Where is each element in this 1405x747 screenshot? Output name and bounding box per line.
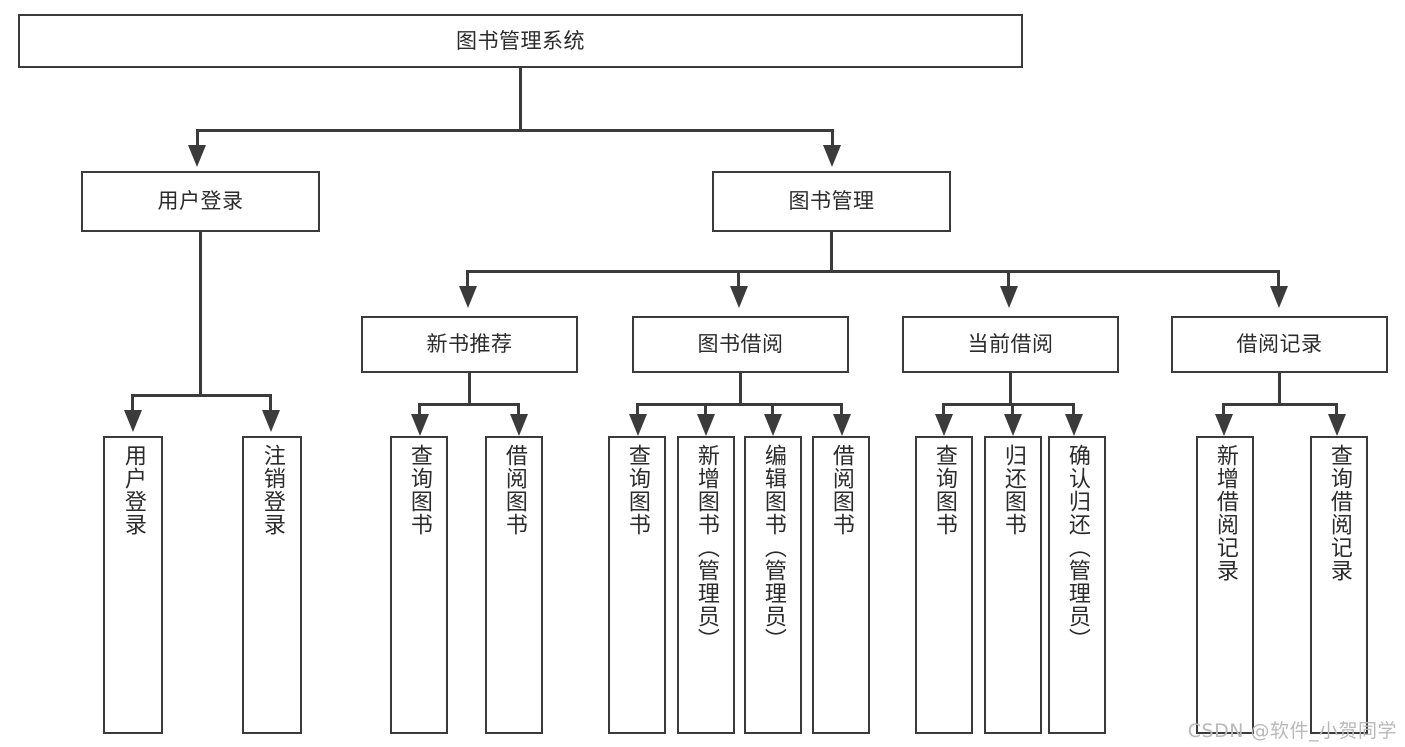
node-label: 借阅图书 [828,444,854,536]
connector-root-bus [196,129,834,132]
arrow-root-to-book-management [823,145,841,167]
node-label: 确认归还（管理员） [1064,444,1090,651]
node-label: 用户登录 [157,189,244,214]
node-book-borrow[interactable]: 图书借阅 [632,316,849,373]
node-label: 用户登录 [120,444,146,536]
arrow-root-to-user-login [188,145,206,167]
leaf-confirm-return-admin[interactable]: 确认归还（管理员） [1048,436,1106,734]
arrow-bm-to-borrow-record [1270,286,1288,308]
connector-book-borrow-to-leaf-2 [704,403,707,417]
connector-root-stem [519,68,522,131]
node-book-management[interactable]: 图书管理 [712,171,951,232]
node-label: 新增借阅记录 [1212,444,1238,582]
node-current-borrow[interactable]: 当前借阅 [902,316,1119,373]
connector-book-borrow-to-leaf-3 [771,403,774,417]
leaf-query-book-current[interactable]: 查询图书 [915,436,973,734]
leaf-add-borrow-record[interactable]: 新增借阅记录 [1196,436,1254,734]
connector-borrow-record-to-leaf-2 [1335,403,1338,417]
arrow-current-borrow-to-leaf-1 [935,414,953,436]
node-root-book-management-system[interactable]: 图书管理系统 [18,14,1023,68]
arrow-user-login-to-leaf-1 [124,410,142,432]
connector-user-login-bus [131,394,271,397]
arrow-current-borrow-to-leaf-3 [1065,414,1083,436]
connector-user-login-to-leaf-2 [269,394,272,412]
connector-book-management-bus [466,270,1280,273]
connector-root-to-user-login [196,129,199,147]
connector-book-borrow-to-leaf-1 [636,403,639,417]
connector-borrow-record-bus [1222,403,1338,406]
connector-new-book-stem [468,373,471,405]
arrow-new-book-to-leaf-1 [411,414,429,436]
leaf-query-borrow-record[interactable]: 查询借阅记录 [1310,436,1368,734]
node-label: 图书管理 [788,189,875,214]
arrow-bm-to-book-borrow [730,286,748,308]
connector-current-borrow-to-leaf-1 [942,403,945,417]
node-label: 归还图书 [1000,444,1026,536]
leaf-edit-book-admin[interactable]: 编辑图书（管理员） [744,436,802,734]
node-label: 查询图书 [406,444,432,536]
leaf-query-book-borrow[interactable]: 查询图书 [608,436,666,734]
arrow-bm-to-current-borrow [1000,286,1018,308]
node-label: 新增图书（管理员） [693,444,719,651]
connector-bm-to-book-borrow [737,270,740,288]
leaf-borrow-book[interactable]: 借阅图书 [812,436,870,734]
connector-root-to-book-management [831,129,834,147]
arrow-borrow-record-to-leaf-2 [1328,414,1346,436]
connector-current-borrow-stem [1009,373,1012,405]
connector-borrow-record-to-leaf-1 [1222,403,1225,417]
arrow-book-borrow-to-leaf-2 [697,414,715,436]
node-label: 注销登录 [259,444,285,536]
connector-bm-to-new-book [466,270,469,288]
connector-new-book-to-leaf-2 [517,403,520,417]
node-label: 查询借阅记录 [1326,444,1352,582]
connector-book-borrow-bus [636,403,843,406]
arrow-book-borrow-to-leaf-1 [629,414,647,436]
arrow-user-login-to-leaf-2 [262,410,280,432]
node-new-book-recommend[interactable]: 新书推荐 [361,316,578,373]
connector-bm-to-current-borrow [1007,270,1010,288]
connector-user-login-stem [199,232,202,396]
node-user-login[interactable]: 用户登录 [81,171,320,232]
arrow-new-book-to-leaf-2 [510,414,528,436]
connector-current-borrow-to-leaf-3 [1072,403,1075,417]
arrow-current-borrow-to-leaf-2 [1004,414,1022,436]
connector-current-borrow-bus [942,403,1075,406]
node-label: 图书借阅 [697,332,784,357]
node-label: 当前借阅 [967,332,1054,357]
leaf-add-book-admin[interactable]: 新增图书（管理员） [677,436,735,734]
connector-bm-to-borrow-record [1277,270,1280,288]
leaf-return-book[interactable]: 归还图书 [984,436,1042,734]
node-label: 图书管理系统 [456,28,585,53]
connector-book-borrow-stem [739,373,742,405]
connector-new-book-bus [418,403,520,406]
node-label: 借阅图书 [501,444,527,536]
connector-new-book-to-leaf-1 [418,403,421,417]
arrow-book-borrow-to-leaf-4 [833,414,851,436]
leaf-borrow-book-new[interactable]: 借阅图书 [485,436,543,734]
node-borrow-record[interactable]: 借阅记录 [1171,316,1388,373]
arrow-borrow-record-to-leaf-1 [1215,414,1233,436]
node-label: 借阅记录 [1236,332,1323,357]
node-label: 编辑图书（管理员） [760,444,786,651]
connector-book-borrow-to-leaf-4 [840,403,843,417]
arrow-bm-to-new-book [459,286,477,308]
connector-borrow-record-stem [1278,373,1281,405]
leaf-query-book-new[interactable]: 查询图书 [390,436,448,734]
connector-book-management-stem [830,232,833,272]
node-label: 查询图书 [624,444,650,536]
connector-current-borrow-to-leaf-2 [1011,403,1014,417]
leaf-user-login[interactable]: 用户登录 [103,436,163,734]
node-label: 查询图书 [931,444,957,536]
node-label: 新书推荐 [426,332,513,357]
connector-user-login-to-leaf-1 [131,394,134,412]
arrow-book-borrow-to-leaf-3 [764,414,782,436]
leaf-logout[interactable]: 注销登录 [242,436,302,734]
